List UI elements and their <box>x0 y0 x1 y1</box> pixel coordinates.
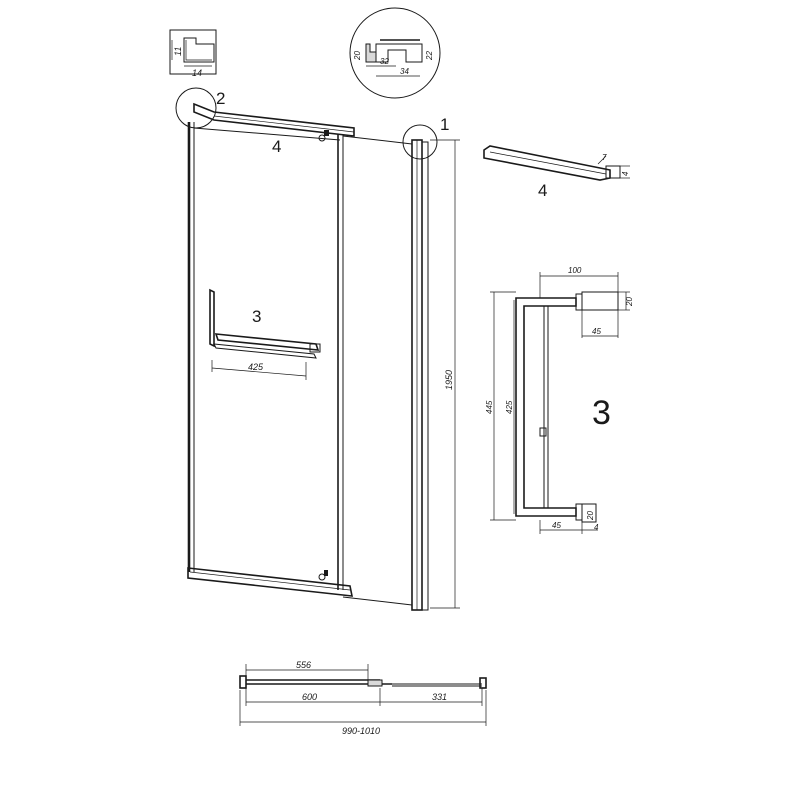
detail-3-top-width: 100 <box>568 266 582 275</box>
plan-fixed-width: 331 <box>432 692 447 702</box>
detail-4-small-label: 4 <box>621 171 630 176</box>
detail-2-height-label: 11 <box>173 47 183 56</box>
detail-3-block-thickness: 4 <box>594 523 599 532</box>
detail-4-end-label: 7 <box>602 153 607 162</box>
detail-1-width-32-label: 32 <box>380 57 389 66</box>
detail-2-width-label: 14 <box>192 68 202 78</box>
plan-door-width: 556 <box>296 660 311 670</box>
callout-circle-2 <box>175 87 217 129</box>
detail-4-label: 4 <box>538 181 547 200</box>
detail-1-left-label: 20 <box>353 51 362 61</box>
callout-number-1: 1 <box>440 115 449 134</box>
detail-3-handle: 20 45 100 445 425 20 45 4 3 <box>485 266 634 534</box>
plan-total-width: 990-1010 <box>342 726 380 736</box>
detail-3-label: 3 <box>592 394 611 432</box>
detail-1-width-34-label: 34 <box>400 67 409 76</box>
door-part-4-label: 4 <box>272 137 281 156</box>
detail-3-bottom-block-height: 20 <box>586 511 595 521</box>
detail-3-top-block-width: 45 <box>592 327 601 336</box>
door-elevation: 4 3 425 1950 <box>187 102 460 611</box>
detail-2-profile: 11 14 <box>169 29 217 78</box>
callout-circle-1 <box>402 124 438 160</box>
detail-3-bottom-block-width: 45 <box>552 521 561 530</box>
plan-view: 556 600 331 990-1010 <box>239 660 487 736</box>
detail-1-profile: 20 22 32 34 <box>349 7 441 99</box>
detail-1-right-label: 22 <box>425 51 434 61</box>
door-height-label: 1950 <box>444 370 454 390</box>
callout-number-2: 2 <box>216 89 225 108</box>
door-part-3-label: 3 <box>252 307 261 326</box>
door-handle-width-label: 425 <box>248 362 264 372</box>
detail-3-top-block-height: 20 <box>625 297 634 307</box>
detail-3-outer-height: 445 <box>485 400 494 414</box>
detail-3-inner-height: 425 <box>505 400 514 414</box>
plan-panel-width: 600 <box>302 692 317 702</box>
detail-4-bar: 7 4 4 <box>483 145 630 200</box>
